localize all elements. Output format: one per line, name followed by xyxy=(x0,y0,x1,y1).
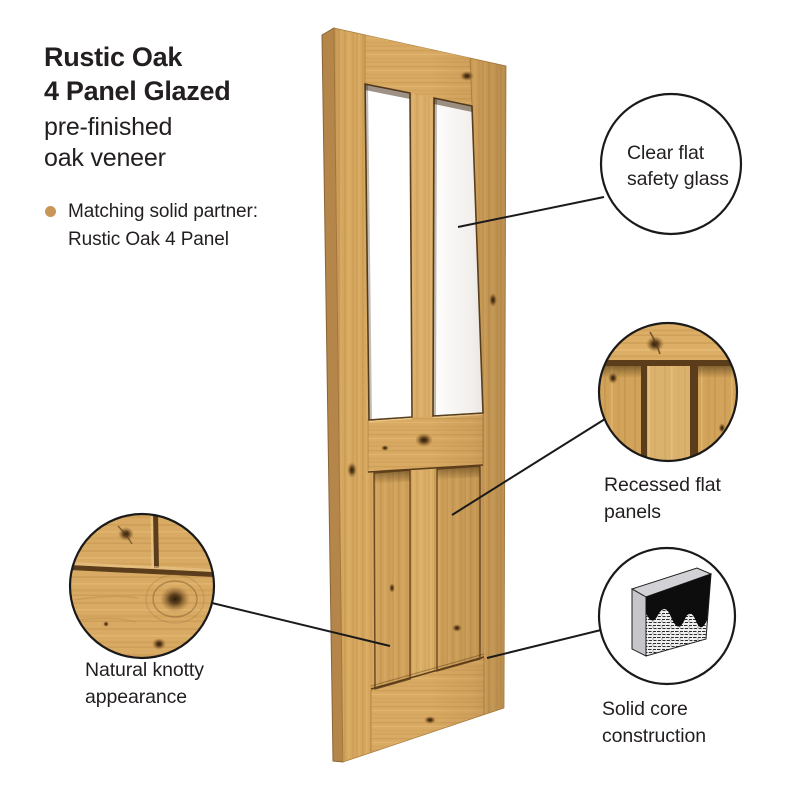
matching-partner-line2: Rustic Oak 4 Panel xyxy=(68,229,229,250)
callout-label-safety-glass: Clear flat safety glass xyxy=(627,140,729,192)
solid-core-line2: construction xyxy=(602,725,706,747)
product-subtitle-line2: oak veneer xyxy=(44,144,166,172)
product-subtitle-line1: pre-finished xyxy=(44,113,173,141)
callout-line-knotty xyxy=(211,602,391,647)
door-illustration xyxy=(321,27,507,763)
callout-label-recessed-panels: Recessed flat panels xyxy=(604,472,721,526)
recessed-panels-line1: Recessed flat xyxy=(604,474,721,496)
knotty-line2: appearance xyxy=(85,686,188,708)
oak-knot-closeup xyxy=(70,514,214,658)
callout-label-solid-core: Solid core construction xyxy=(602,696,706,750)
callout-circle-solid-core xyxy=(597,546,737,686)
callout-line-safety-glass xyxy=(457,196,605,228)
callout-line-recessed-panels xyxy=(451,418,606,516)
callout-lines xyxy=(211,196,606,659)
matching-partner-note: Matching solid partner: Rustic Oak 4 Pan… xyxy=(68,198,258,254)
solid-core-line1: Solid core xyxy=(602,698,688,720)
callout-circle-recessed-panels xyxy=(597,321,739,463)
product-title: Rustic Oak 4 Panel Glazed xyxy=(44,40,231,108)
door-core-cross-section-illustration xyxy=(630,567,713,657)
bullet-icon xyxy=(45,206,56,217)
product-title-line1: Rustic Oak xyxy=(44,42,183,72)
recessed-panels-line2: panels xyxy=(604,501,661,523)
callout-circle-knotty xyxy=(68,512,216,660)
matching-partner-line1: Matching solid partner: xyxy=(68,201,258,222)
callout-label-knotty: Natural knotty appearance xyxy=(85,657,204,711)
product-subtitle: pre-finished oak veneer xyxy=(44,112,172,174)
callout-line-solid-core xyxy=(486,629,602,659)
safety-glass-line1: Clear flat xyxy=(627,142,705,164)
callout-circle-safety-glass xyxy=(599,92,743,236)
knotty-line1: Natural knotty xyxy=(85,659,204,681)
oak-panel-closeup xyxy=(599,323,737,461)
safety-glass-line2: safety glass xyxy=(627,168,729,190)
product-title-line2: 4 Panel Glazed xyxy=(44,76,231,106)
